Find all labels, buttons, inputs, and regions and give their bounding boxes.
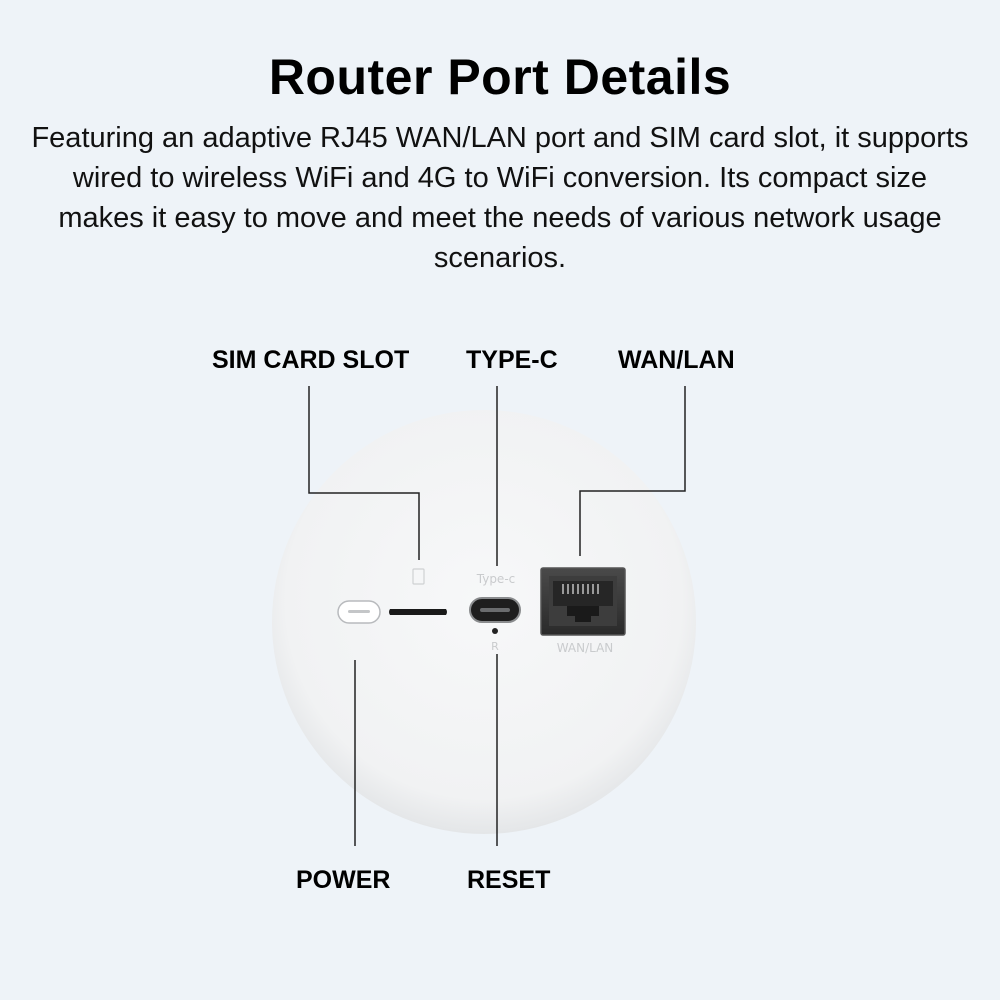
- page-description: Featuring an adaptive RJ45 WAN/LAN port …: [31, 122, 969, 274]
- wan-lan-port-contacts: [562, 584, 599, 594]
- wan-lan-port-clip: [567, 606, 599, 622]
- sim-card-slot-callout: SIM CARD SLOT: [212, 346, 410, 374]
- typec-port-tongue: [480, 608, 510, 612]
- wan-lan-callout: WAN/LAN: [618, 346, 735, 374]
- reset-label: R: [491, 640, 499, 653]
- typec-port-label: Type-c: [476, 572, 516, 586]
- power-callout: POWER: [296, 866, 391, 894]
- sim-callout-line: [308, 386, 420, 560]
- reset-hole[interactable]: [492, 628, 498, 634]
- reset-callout: RESET: [467, 866, 551, 894]
- power-button-mark: [348, 610, 370, 613]
- sim-icon: [412, 568, 425, 585]
- typec-callout: TYPE-C: [466, 346, 558, 374]
- wan-lan-port-label: WAN/LAN: [557, 641, 614, 655]
- page-title: Router Port Details: [268, 49, 732, 105]
- sim-slot[interactable]: [389, 609, 447, 615]
- wan-callout-line: [579, 386, 686, 556]
